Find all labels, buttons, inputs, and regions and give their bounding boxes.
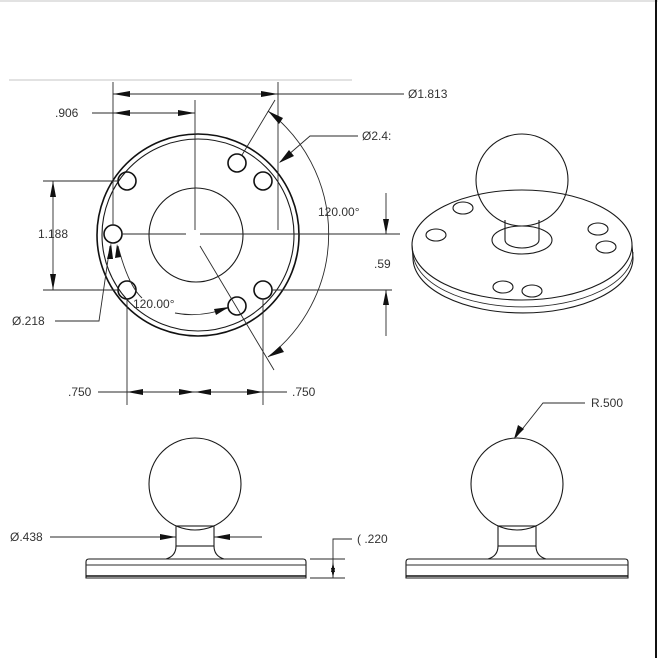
neck-fillet	[487, 545, 547, 560]
arrow-icon	[113, 110, 130, 116]
hole	[452, 201, 474, 215]
inner-rim-circle	[101, 138, 295, 332]
label-base-thickness: ( .220	[357, 532, 388, 546]
arrow-icon	[178, 110, 195, 116]
angle-arc-right	[267, 110, 330, 358]
label-half-width: .906	[55, 106, 79, 120]
arrow-icon	[279, 150, 294, 163]
arrow-icon	[268, 346, 284, 357]
right-border	[655, 0, 657, 658]
arrow-icon	[247, 389, 263, 395]
leader-hole-diameter	[55, 245, 111, 322]
base-plate	[405, 558, 629, 579]
angle-arc-left	[117, 245, 143, 299]
hole	[595, 240, 617, 254]
arrow-icon	[195, 389, 211, 395]
arrow-icon	[214, 307, 229, 315]
label-hole-spacing-right: .750	[292, 385, 316, 399]
isometric-view	[411, 133, 634, 314]
label-hole-spacing-vertical: 1.188	[38, 227, 69, 241]
arrow-icon	[383, 219, 389, 234]
label-angle-right: 120.00°	[318, 205, 360, 219]
hole	[587, 222, 609, 236]
base-plate	[85, 558, 307, 579]
top-view	[43, 82, 404, 405]
mounting-holes	[103, 153, 273, 316]
hole	[253, 280, 273, 300]
neck-base-ellipse	[491, 225, 553, 255]
arrow-icon	[514, 425, 524, 439]
arrow-icon	[261, 91, 278, 97]
label-offset-vertical: .59	[374, 257, 391, 271]
label-hole-spacing-left: .750	[68, 385, 92, 399]
ball	[475, 133, 569, 227]
hole	[103, 224, 123, 244]
angle-ray-line	[199, 245, 275, 371]
hole	[492, 280, 514, 294]
arrow-icon	[383, 290, 389, 305]
label-ball-radius: R.500	[591, 396, 624, 410]
label-bolt-circle-diameter: Ø2.4:	[362, 129, 392, 143]
neck	[175, 525, 215, 547]
arrow-icon	[50, 181, 56, 197]
leader-ball-radius	[515, 402, 585, 438]
leader-thickness	[332, 538, 352, 578]
center-bore-circle	[148, 187, 244, 283]
arrow-icon	[50, 274, 56, 290]
base-plate-top	[411, 189, 633, 301]
angle-ray-line	[241, 99, 276, 156]
hole	[117, 171, 137, 191]
hole	[227, 296, 247, 316]
arrow-icon	[115, 244, 121, 258]
arrow-icon	[107, 243, 113, 259]
outer-rim-circle	[96, 133, 300, 337]
ball	[148, 437, 242, 531]
arrow-icon	[113, 91, 130, 97]
front-view	[50, 437, 352, 579]
base-plate-edge	[412, 251, 634, 308]
hole	[521, 284, 543, 298]
leader-bolt-circle	[279, 135, 358, 163]
label-angle-left: 120.00°	[133, 297, 175, 311]
arrow-icon	[127, 389, 143, 395]
label-neck-diameter: Ø.438	[10, 530, 43, 544]
ball	[470, 437, 564, 531]
neck	[497, 525, 537, 547]
side-view	[405, 402, 629, 579]
label-outer-diameter: Ø1.813	[408, 87, 448, 101]
arrow-icon	[331, 562, 335, 572]
hole	[227, 153, 247, 173]
hole	[425, 228, 447, 242]
base-plate-side	[411, 244, 634, 314]
iso-holes	[425, 201, 617, 298]
arrow-icon	[179, 389, 195, 395]
arrow-icon	[268, 111, 283, 124]
arrow-icon	[160, 534, 176, 540]
neck-cylinder	[504, 220, 540, 249]
hole	[253, 171, 273, 191]
neck-fillet	[165, 545, 225, 560]
arrow-icon	[214, 534, 230, 540]
label-hole-diameter: Ø.218	[12, 314, 45, 328]
